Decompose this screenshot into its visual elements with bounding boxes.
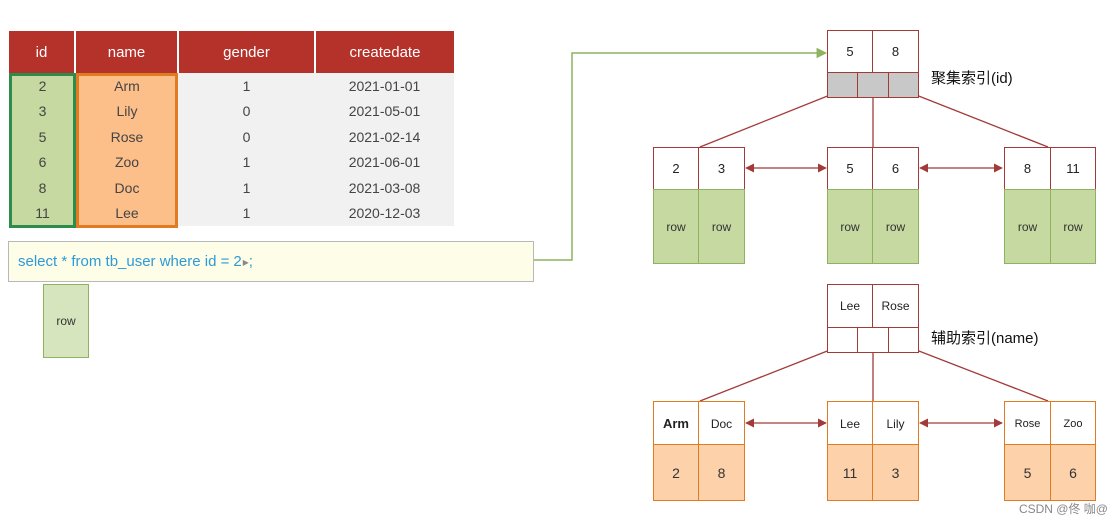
name-column-highlight (76, 73, 178, 228)
cell-id: 8 (9, 175, 76, 201)
root-pointer (888, 327, 919, 353)
leaf-key: 5 (827, 147, 873, 190)
leaf-key: 3 (698, 147, 745, 190)
cell-createdate: 2021-02-14 (315, 124, 454, 150)
header-gender: gender (179, 31, 314, 73)
cell-id: 5 (9, 124, 76, 150)
cell-gender: 1 (178, 200, 315, 226)
leaf-key: Arm (653, 401, 699, 445)
leaf-key: 8 (1004, 147, 1051, 190)
cell-createdate: 2021-01-01 (315, 73, 454, 99)
cursor-icon: ▸ (242, 254, 249, 269)
cell-name: Arm (76, 73, 178, 99)
leaf-key: 2 (653, 147, 699, 190)
cell-gender: 1 (178, 175, 315, 201)
root-pointer (827, 72, 858, 98)
clustered-index-label: 聚集索引(id) (931, 70, 1013, 87)
leaf-value: 11 (827, 444, 873, 501)
leaf-row: row (653, 189, 699, 264)
cell-createdate: 2020-12-03 (315, 200, 454, 226)
cell-createdate: 2021-05-01 (315, 98, 454, 124)
leaf-value: 2 (653, 444, 699, 501)
cell-id: 6 (9, 149, 76, 175)
leaf-row: row (827, 189, 873, 264)
leaf-value: 8 (698, 444, 745, 501)
watermark: CSDN @佟 咖@ (1018, 502, 1108, 516)
leaf-value: 3 (872, 444, 919, 501)
leaf-row: row (872, 189, 919, 264)
sql-query: select * from tb_user where id = 2 ▸ ; (8, 241, 534, 282)
root-key: Rose (872, 284, 919, 328)
leaf-key: 6 (872, 147, 919, 190)
root-key: Lee (827, 284, 873, 328)
cell-name: Rose (76, 124, 178, 150)
header-id: id (9, 31, 74, 73)
cell-name: Doc (76, 175, 178, 201)
cell-id: 3 (9, 98, 76, 124)
leaf-value: 6 (1050, 444, 1096, 501)
cell-name: Lee (76, 200, 178, 226)
leaf-key: 11 (1050, 147, 1096, 190)
leaf-row: row (698, 189, 745, 264)
header-name: name (76, 31, 177, 73)
leaf-key: Doc (698, 401, 745, 445)
sql-text: select * from tb_user where id = (18, 253, 230, 270)
cell-gender: 0 (178, 98, 315, 124)
sql-terminator: ; (248, 253, 253, 270)
result-row: row (43, 284, 89, 358)
root-pointer (857, 72, 889, 98)
root-key: 8 (872, 30, 919, 73)
leaf-key: Lily (872, 401, 919, 445)
root-pointer (888, 72, 919, 98)
leaf-key: Zoo (1050, 401, 1096, 445)
id-column-highlight (9, 73, 76, 228)
cell-createdate: 2021-06-01 (315, 149, 454, 175)
leaf-key: Rose (1004, 401, 1051, 445)
cell-gender: 1 (178, 149, 315, 175)
cell-gender: 1 (178, 73, 315, 99)
cell-createdate: 2021-03-08 (315, 175, 454, 201)
cell-name: Lily (76, 98, 178, 124)
leaf-key: Lee (827, 401, 873, 445)
root-key: 5 (827, 30, 873, 73)
leaf-row: row (1050, 189, 1096, 264)
leaf-row: row (1004, 189, 1051, 264)
header-createdate: createdate (316, 31, 454, 73)
cell-gender: 0 (178, 124, 315, 150)
root-pointer (857, 327, 889, 353)
cell-name: Zoo (76, 149, 178, 175)
leaf-value: 5 (1004, 444, 1051, 501)
cell-id: 2 (9, 73, 76, 99)
secondary-index-label: 辅助索引(name) (931, 330, 1039, 347)
sql-value: 2 (233, 253, 242, 270)
query-arrow (534, 47, 828, 261)
cell-id: 11 (9, 200, 76, 226)
root-pointer (827, 327, 858, 353)
